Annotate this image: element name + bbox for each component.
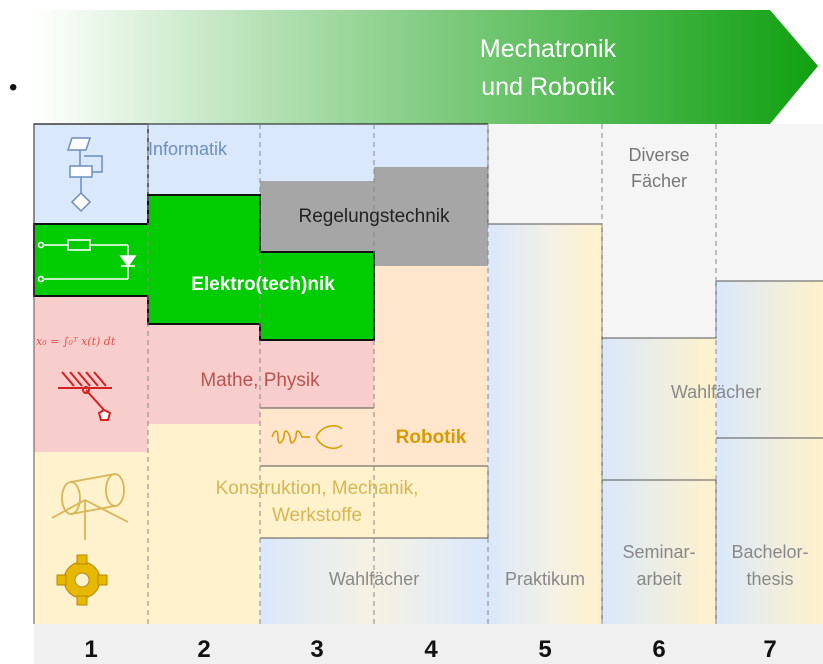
robotik-block-lower <box>260 408 488 466</box>
wahlfaecher-right-block-6 <box>602 338 716 480</box>
mechatronik-arrow <box>34 10 818 124</box>
seminar-line2: arbeit <box>636 569 681 589</box>
konstruktion-line2: Werkstoffe <box>272 505 362 526</box>
praktikum-label: Praktikum <box>505 569 585 589</box>
semester-number-1: 1 <box>84 636 97 663</box>
arrow-title-line2: und Robotik <box>481 73 615 101</box>
spring-gripper-icon <box>271 424 343 450</box>
semester-bar <box>34 624 823 664</box>
bachelor-line2: thesis <box>746 569 793 589</box>
pendulum-icon <box>58 371 112 421</box>
seminar-line1: Seminar- <box>622 542 695 562</box>
semester-number-4: 4 <box>424 636 438 663</box>
diverse-line1: Diverse <box>628 145 689 165</box>
semester-number-6: 6 <box>652 636 665 663</box>
integral-formula-icon: x₀ = ∫₀ᵀ x(t) dt <box>36 335 116 348</box>
wahlfaecher-right-label: Wahlfächer <box>671 382 761 402</box>
semester-number-3: 3 <box>310 636 323 663</box>
flowchart-icon <box>66 137 103 213</box>
semester-number-2: 2 <box>197 636 210 663</box>
bachelor-line1: Bachelor- <box>731 542 808 562</box>
wahlfaecher-left-label: Wahlfächer <box>329 569 419 589</box>
praktikum-block <box>488 224 602 624</box>
informatik-label: Informatik <box>148 139 228 159</box>
wahlfaecher-left-block <box>260 538 488 624</box>
regelungstechnik-label: Regelungstechnik <box>298 206 450 227</box>
mathe-physik-block <box>34 296 374 452</box>
seminararbeit-block <box>602 480 716 624</box>
arrow-title-line1: Mechatronik <box>480 35 617 63</box>
diverse-line2: Fächer <box>631 171 687 191</box>
robotik-label: Robotik <box>396 427 467 448</box>
semester-number-7: 7 <box>763 636 776 663</box>
cylinder-axes-icon <box>51 473 129 540</box>
mathe-physik-label: Mathe, Physik <box>200 370 320 391</box>
semester-numbers: 1 2 3 4 5 6 7 <box>84 636 776 663</box>
bachelorthesis-block <box>716 438 823 624</box>
wahl-right-border <box>602 280 823 339</box>
list-bullet: • <box>9 74 18 101</box>
circuit-icon <box>37 239 137 283</box>
semester-dividers <box>147 124 717 664</box>
konstruktion-line1: Konstruktion, Mechanik, <box>216 478 419 499</box>
elektrotechnik-label: Elektro(tech)nik <box>191 274 335 295</box>
semester-number-5: 5 <box>538 636 551 663</box>
gear-icon <box>56 554 108 606</box>
wahlfaecher-right-block-7 <box>716 281 823 438</box>
